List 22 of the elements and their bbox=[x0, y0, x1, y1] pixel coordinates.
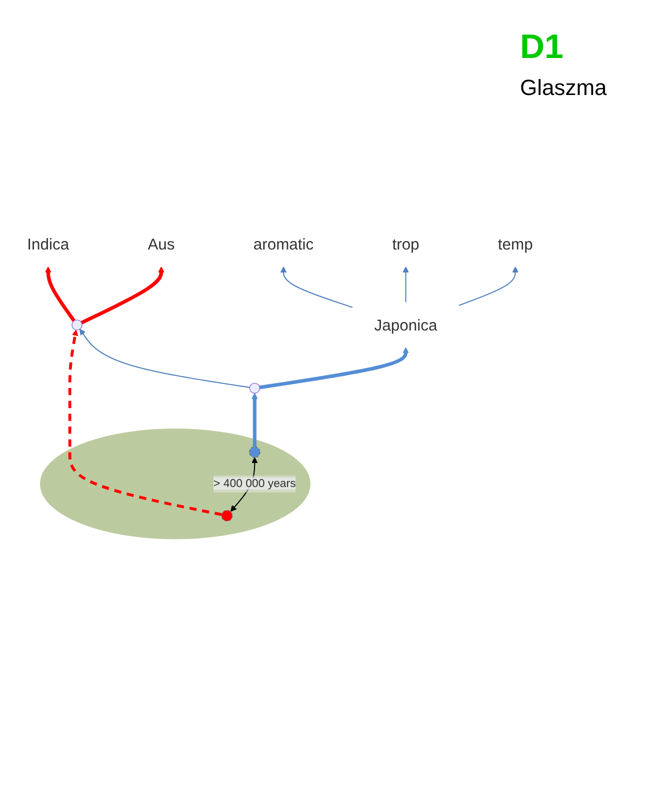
node-ellipse bbox=[221, 510, 233, 522]
arrow bbox=[458, 266, 518, 306]
arrow bbox=[80, 328, 250, 388]
arrow bbox=[280, 266, 354, 308]
node-text: trop bbox=[392, 234, 420, 253]
node-text: Indica bbox=[27, 234, 70, 253]
node-point bbox=[249, 382, 260, 394]
arrow bbox=[402, 266, 409, 302]
node-text: Japonica bbox=[374, 316, 438, 334]
arrow bbox=[259, 346, 409, 389]
edge-label: > 400 000 years bbox=[214, 477, 296, 490]
node-ellipse bbox=[248, 446, 260, 458]
node-text: temp bbox=[498, 234, 533, 253]
arrow bbox=[45, 266, 76, 322]
note-text: Glaszma bbox=[520, 75, 608, 101]
arrow bbox=[80, 266, 164, 324]
node-point bbox=[72, 319, 82, 330]
arrow bbox=[68, 329, 222, 516]
node-text: Aus bbox=[148, 234, 175, 253]
arrow bbox=[252, 392, 258, 446]
marker-label: D1 bbox=[520, 28, 564, 67]
node-text: aromatic bbox=[253, 234, 314, 253]
